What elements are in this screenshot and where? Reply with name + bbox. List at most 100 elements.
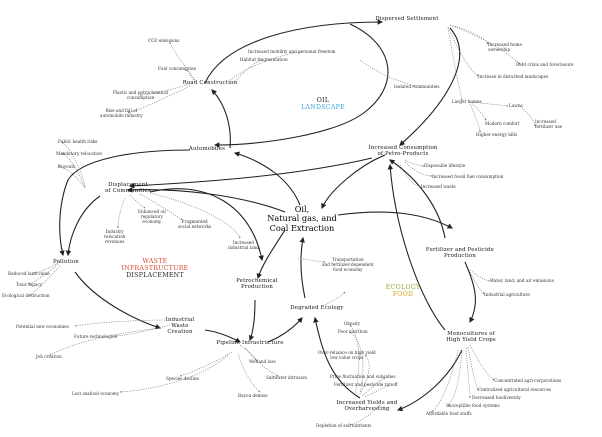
label-fragmented-line-1: Fragmented [181,219,208,224]
center-line-2: Natural gas, and [267,213,337,224]
hub-petrochemical-line-1: Petrochemical [236,278,278,284]
label-isolated: Isolated communities [394,84,440,89]
label-oil-regulatory-line-2: regulatory [140,214,163,219]
hub-monocultures: Monocultures of High Yield Crops [436,331,506,343]
center-line-3: Coal Extraction [269,222,335,233]
link-consumption-to-displacement [128,157,373,189]
hub-monocultures-line-2: High Yield Crops [446,337,496,344]
label-affordable: Affordable food stuffs [426,411,472,416]
link-displacement-to-pollution [65,195,101,257]
label-pesticide-runoff: Fertilizer and pesticide runoff [334,382,398,387]
hub-fertilizer-line-2: Production [444,253,476,260]
label-oil-regulatory-line-1: Enhanced oil [138,209,166,214]
label-water-air: Water, land, and air emissions [490,278,554,283]
link-degraded-to-center [299,236,306,299]
hub-fertilizer-line-1: Fertilizer and Pesticide [425,247,495,253]
label-consolidation: Concentrated agri-corporations [494,378,562,383]
theme-infrastructure-title: INFRASTRUCTURE [121,265,189,273]
label-new-economies: Potential new economies [16,324,69,329]
label-disposable: Disposable lifestyle [424,163,466,168]
hub-petrochemical-line-2: Production [241,284,273,291]
label-mobility: Increased mobility and personal freedom [248,49,336,54]
theme-waste: WASTE INFRASTRUCTURE DISPLACEMENT [117,258,193,280]
label-increased-waste: Increased waste [421,184,456,189]
link-petrochemical-to-pipeline [248,299,256,342]
label-fuel: Fuel consumption [158,66,197,71]
label-oil-regulatory-line-3: economy [142,219,162,224]
theme-oil-landscape: OIL LANDSCAPE [298,97,348,111]
theme-food-title: FOOD [392,291,414,299]
label-transport-line-1: Transportation [331,257,364,262]
theme-waste-title: WASTE [142,258,168,265]
center-line-1: Oil, [294,204,310,214]
label-depletion: Depletion of soil nutrients [316,423,372,428]
label-species: Species decline [166,376,200,381]
label-modern-comfort: Modern comfort [485,121,520,126]
label-transport: Transportation and fertilizer-dependent … [322,257,374,272]
label-plastic: Plastic and petrochemical consumption [113,90,168,100]
label-debt: Debt crisis and foreclosure [516,62,574,67]
label-buyouts: Buyouts [58,164,76,169]
label-transport-line-2: and fertilizer-dependent [322,262,374,267]
hub-increased-yields-line-2: Overharvesting [344,406,390,413]
label-industrial-land-line-1: Increased [232,240,254,245]
label-fossil-fuel: Increased fossil fuel consumption [432,174,504,179]
link-fertilizer-to-monocultures [464,261,476,323]
label-bayou: Bayou demise [238,393,268,398]
label-rise-fall-line-2: automobile industry [100,113,143,118]
hub-displacement-line-2: of Communities [105,188,151,195]
label-oil-regulatory: Enhanced oil regulatory economy [138,209,166,224]
link-settlement-to-consumption [399,27,461,146]
label-rise-fall: Rise and fall of automobile industry [100,108,143,118]
label-co2: CO2 emissions [148,38,180,43]
link-monocultures-to-yields [396,349,463,412]
label-industrial-land: Increased industrial land [228,240,259,250]
hub-industrial-line-2: Waste [171,323,189,330]
label-future-tech: Future technologies [74,334,117,339]
label-industrial-agri: Industrial agriculture [484,292,530,297]
theme-displacement-title: DISPLACEMENT [126,272,184,280]
label-industry-relocation-line-2: relocation [104,234,126,239]
link-yields-to-degraded [313,316,361,399]
link-pollution-to-industrial [74,271,162,330]
label-public-health: Public health risks [58,139,98,144]
hub-increased-consumption-line-1: Increased Consumption [368,145,438,151]
label-saltwater: Saltwater intrusion [266,375,308,380]
hub-road-construction: Road Construction [182,80,238,86]
label-fertilizer-use-line-1: Increased [535,119,556,124]
label-industry-relocation-line-1: Industry [105,229,124,234]
label-fertilizer-use-line-2: fertilizer use [535,124,563,129]
label-reduced-land: Reduced land value [8,271,50,276]
link-center-to-petrochemical [256,229,286,280]
label-wetland-loss: Wetland loss [249,359,276,364]
label-home-ownership: Increased home ownership [488,42,522,52]
label-industry-relocation: Industry relocation revenues [104,229,125,244]
link-fertilizer-to-consumption [389,159,446,239]
label-home-ownership-line-1: Increased home [488,42,522,47]
theme-landscape-title: LANDSCAPE [301,104,345,112]
label-obesity: Obesity [344,321,361,326]
label-habitat: Habitat fragmentation [240,57,288,62]
hub-industrial-line-1: Industrial [165,317,195,323]
label-lost-seafood: Lost seafood economy [72,391,120,396]
hub-increased-yields: Increased Yields and Overharvesting [322,400,412,412]
link-consumption-to-center [321,154,386,210]
label-fragmented: Fragmented social networks [178,219,211,229]
theme-oil-title: OIL [316,97,330,104]
label-disturbed: Increase in disturbed landscapes [478,74,549,79]
label-poor-nutrition: Poor nutrition [338,329,368,334]
label-larger-homes: Larger homes [452,99,482,104]
label-biodiversity: Decreased biodiversity [472,395,521,400]
link-automobiles-to-pollution [59,149,191,257]
label-over-reliance-line-2: low value crops [330,355,364,360]
label-fragmented-line-2: social networks [178,224,212,229]
label-plastic-line-1: Plastic and petrochemical [113,90,169,95]
link-pipeline-to-degraded [267,317,303,343]
theme-ecology-title: ECOLOGY [385,284,421,291]
label-eco-destruction: Ecological destruction [2,293,50,298]
theme-ecology: ECOLOGY FOOD [380,284,426,298]
label-transport-line-3: food economy [333,267,363,272]
hub-automobiles: Automobiles [188,146,226,152]
hub-increased-consumption: Increased Consumption of Petro-Products [358,145,448,157]
